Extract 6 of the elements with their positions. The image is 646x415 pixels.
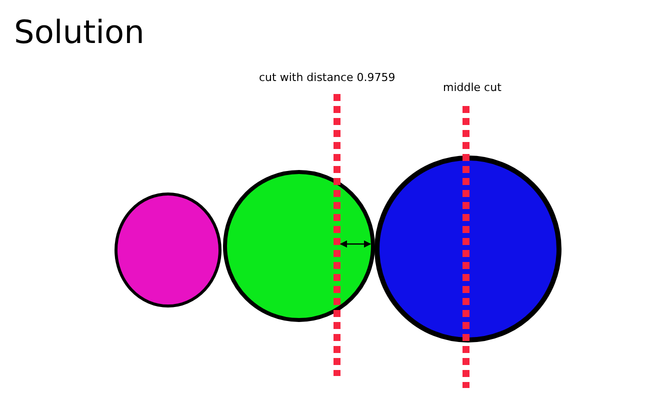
- title: Solution: [14, 12, 144, 52]
- cut-label: middle cut: [443, 81, 502, 95]
- circle-node: [223, 170, 375, 322]
- circle-node: [374, 156, 562, 342]
- cut-label: cut with distance 0.9759: [259, 71, 396, 85]
- circle-node: [114, 192, 222, 308]
